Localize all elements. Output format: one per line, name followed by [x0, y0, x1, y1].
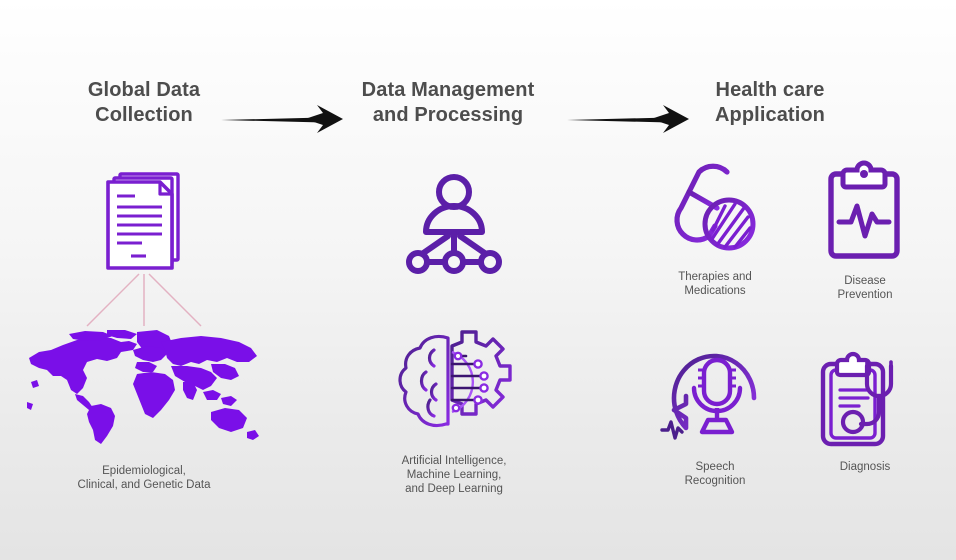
stage-heading-line2: and Processing — [372, 104, 524, 126]
documents-icon — [106, 172, 180, 270]
documents-icon-wrap — [14, 164, 274, 276]
health-item-diagnosis: Diagnosis — [790, 346, 940, 488]
stage-heading-data-management-and-processing: Data Management and Processing — [348, 78, 548, 128]
health-item-therapies-and-medications: Therapies and Medications — [640, 160, 790, 302]
clipboard-ecg-icon — [828, 160, 900, 259]
caption-line2: Recognition — [684, 475, 746, 487]
stage-heading-line1: Global Data — [87, 79, 201, 101]
caption-disease-prevention: Disease Prevention — [838, 274, 893, 302]
stage-column-global-data-collection: Epidemiological, Clinical, and Genetic D… — [14, 160, 274, 492]
world-map-icon — [27, 330, 259, 444]
person-network-icon — [406, 174, 502, 274]
arrow-right-icon — [567, 105, 689, 133]
stage-column-health-care-application: Therapies and Medications Disease Preven… — [640, 160, 940, 488]
caption-line1: Therapies and — [678, 271, 752, 283]
brain-gear-ai-icon — [398, 330, 512, 428]
head-microphone-icon — [660, 353, 757, 449]
health-care-items-grid: Therapies and Medications Disease Preven… — [640, 160, 940, 488]
caption-line2: Prevention — [837, 289, 893, 301]
stage-headings-row: Global Data Collection Data Management a… — [0, 78, 956, 138]
caption-line1: Epidemiological, — [102, 465, 186, 477]
stage-heading-line1: Health care — [715, 79, 825, 101]
stage-heading-global-data-collection: Global Data Collection — [44, 78, 244, 128]
stage-heading-line2: Application — [715, 104, 825, 126]
caption-diagnosis: Diagnosis — [840, 460, 891, 474]
clipboard-stethoscope-icon — [820, 351, 894, 447]
caption-line1: Speech — [695, 461, 735, 473]
caption-line2: Machine Learning, — [406, 469, 502, 481]
stage-heading-health-care-application: Health care Application — [670, 78, 870, 128]
data-rays-icon — [86, 273, 202, 327]
person-network-icon-wrap — [338, 170, 570, 278]
stage-heading-line1: Data Management — [361, 79, 535, 101]
caption-speech-recognition: Speech Recognition — [685, 460, 746, 488]
brain-gear-ai-icon-wrap — [338, 328, 570, 436]
caption-therapies-and-medications: Therapies and Medications — [678, 270, 752, 298]
health-item-disease-prevention: Disease Prevention — [790, 160, 940, 302]
caption-line2: Medications — [684, 285, 746, 297]
caption-line3: and Deep Learning — [405, 483, 503, 495]
caption-artificial-intelligence-machine-learning: Artificial Intelligence, Machine Learnin… — [338, 454, 570, 496]
caption-line1: Artificial Intelligence, — [401, 455, 507, 467]
arrow-right-icon — [221, 105, 343, 133]
stage-heading-line2: Collection — [95, 104, 193, 126]
pills-icon — [674, 163, 756, 251]
caption-epidemiological-clinical-genetic-data: Epidemiological, Clinical, and Genetic D… — [14, 464, 274, 492]
health-item-speech-recognition: Speech Recognition — [640, 346, 790, 488]
caption-line1: Disease — [844, 275, 886, 287]
caption-line1: Diagnosis — [839, 461, 891, 473]
caption-line2: Clinical, and Genetic Data — [77, 479, 211, 491]
stage-column-data-management: Artificial Intelligence, Machine Learnin… — [338, 160, 570, 496]
